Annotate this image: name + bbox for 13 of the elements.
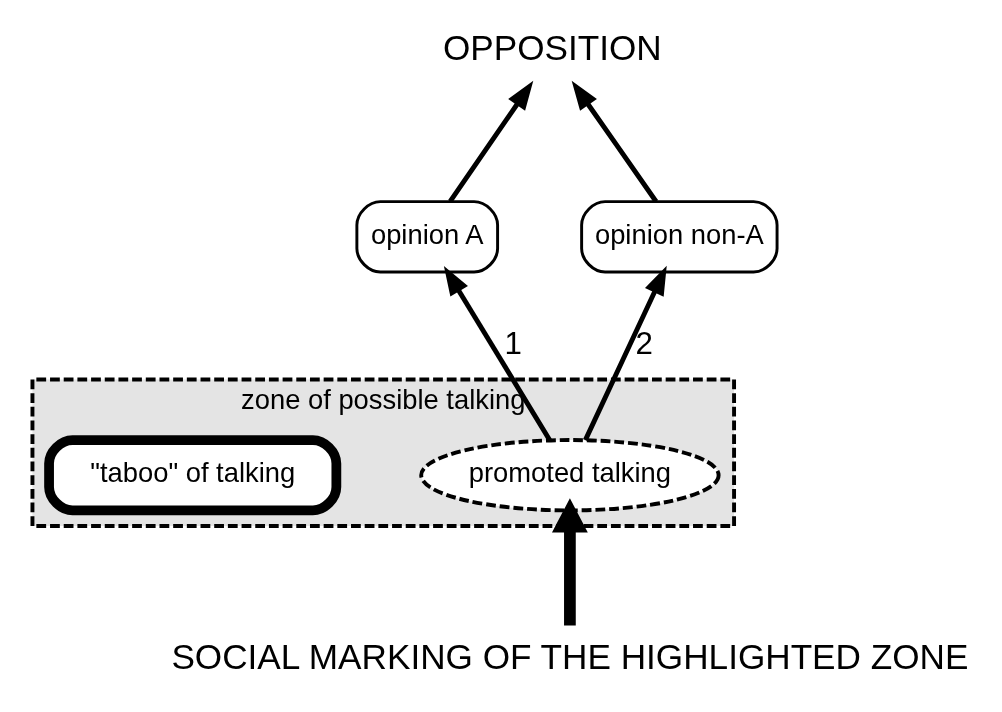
node-text: SOCIAL MARKING OF THE HIGHLIGHTED ZONE [170, 637, 968, 677]
arrow [443, 266, 552, 442]
arrow [571, 80, 658, 203]
node-box: opinion non-A [579, 200, 779, 274]
node-ellipse: promoted talking [418, 438, 721, 513]
node-box: "taboo" of talking [43, 435, 341, 516]
node-text: OPPOSITION [442, 27, 662, 67]
node-box: opinion A [354, 200, 499, 274]
arrow [447, 80, 533, 203]
arrow [582, 265, 667, 442]
edge-label: 2 [634, 325, 653, 361]
edge-label: 1 [504, 325, 522, 361]
arrow [551, 498, 588, 626]
